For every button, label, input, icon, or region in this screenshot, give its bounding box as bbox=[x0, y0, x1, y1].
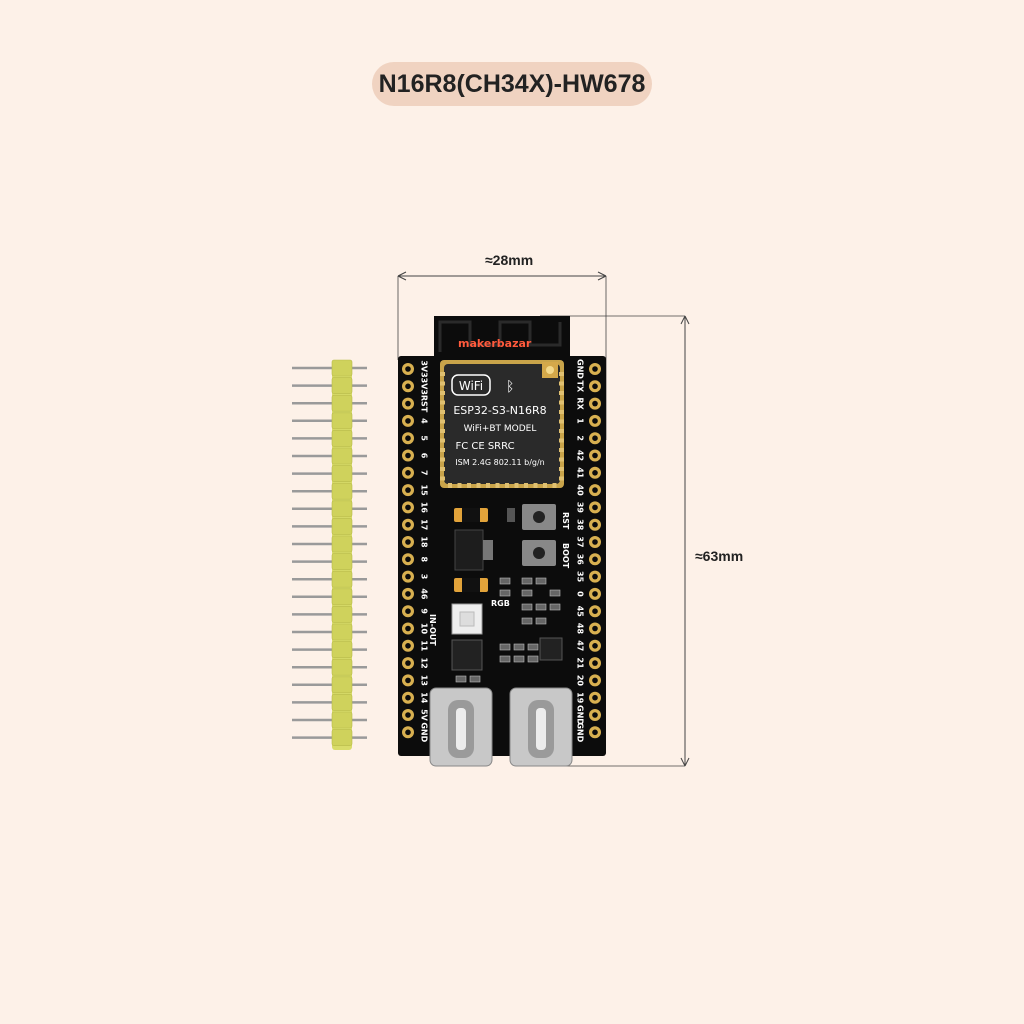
pin-label-right: 21 bbox=[576, 658, 585, 670]
pin-label-left: 10 bbox=[420, 623, 429, 635]
esp32-module: WiFi ᛒ ESP32-S3-N16R8 WiFi+BT MODEL FC C… bbox=[440, 360, 564, 488]
wifi-logo: WiFi bbox=[459, 379, 483, 393]
pin-label-left: 18 bbox=[420, 536, 429, 548]
brand-logo: makerbazar bbox=[458, 337, 532, 350]
pin-label-right: 36 bbox=[576, 554, 585, 566]
pin-label-right: 0 bbox=[576, 591, 585, 597]
pin-label-right: 42 bbox=[576, 450, 585, 461]
pin-label-right: 48 bbox=[576, 623, 585, 635]
usb-c-connector-left bbox=[429, 687, 493, 767]
rgb-label: RGB bbox=[491, 599, 510, 608]
height-dimension-label: ≈63mm bbox=[695, 548, 744, 564]
components bbox=[451, 504, 563, 683]
pin-label-left: 6 bbox=[420, 453, 429, 459]
pin-label-right: 35 bbox=[576, 571, 585, 583]
pin-label-right: GND bbox=[576, 359, 585, 379]
pin-label-left: 7 bbox=[420, 470, 429, 476]
pin-label-left: 16 bbox=[420, 502, 429, 514]
pin-label-right: 1 bbox=[576, 418, 585, 424]
boot-label: BOOT bbox=[561, 543, 570, 569]
pin-label-left: 17 bbox=[420, 519, 429, 530]
pin-label-right: GND bbox=[576, 722, 585, 742]
pin-label-right: 20 bbox=[576, 675, 585, 687]
pin-label-right: 41 bbox=[576, 467, 585, 479]
product-title: N16R8(CH34X)-HW678 bbox=[372, 62, 652, 106]
module-spec: ISM 2.4G 802.11 b/g/n bbox=[455, 458, 545, 467]
pin-label-right: GND bbox=[576, 705, 585, 725]
usb-c-connector-right bbox=[509, 687, 573, 767]
pin-label-right: 2 bbox=[576, 435, 585, 441]
pin-label-right: 47 bbox=[576, 640, 585, 651]
pin-label-left: RST bbox=[420, 395, 429, 413]
cert-marks: FC CE SRRC bbox=[455, 441, 514, 452]
pin-label-left: 12 bbox=[420, 658, 429, 669]
pin-label-left: 3V3 bbox=[420, 378, 429, 395]
pin-label-right: RX bbox=[576, 397, 585, 410]
pin-label-right: 39 bbox=[576, 502, 585, 514]
pin-label-right: 45 bbox=[576, 606, 585, 618]
pin-label-left: 5V bbox=[420, 709, 429, 722]
pin-label-left: 8 bbox=[420, 557, 429, 563]
pin-label-right: 37 bbox=[576, 536, 585, 547]
pin-holes bbox=[402, 363, 601, 739]
pin-label-left: GND bbox=[420, 722, 429, 742]
pin-label-left: 4 bbox=[420, 418, 429, 424]
pin-label-left: 15 bbox=[420, 485, 429, 497]
pin-label-left: 3 bbox=[420, 574, 429, 580]
module-model: ESP32-S3-N16R8 bbox=[453, 404, 546, 417]
pin-label-right: 40 bbox=[576, 485, 585, 497]
pin-label-left: 11 bbox=[420, 640, 429, 652]
bluetooth-icon: ᛒ bbox=[506, 379, 514, 395]
left-pin-labels: 3V33V3RST4567151617188346910111213145VGN… bbox=[420, 360, 429, 742]
pin-label-left: 46 bbox=[420, 588, 429, 600]
pin-label-left: 9 bbox=[420, 608, 429, 614]
right-pin-labels: GNDTXRX1242414039383736350454847212019GN… bbox=[576, 359, 585, 743]
module-subtitle: WiFi+BT MODEL bbox=[464, 424, 537, 434]
rst-label: RST bbox=[561, 512, 570, 530]
pin-header bbox=[292, 359, 367, 750]
pin-label-left: 5 bbox=[420, 435, 429, 441]
pin-label-right: 19 bbox=[576, 692, 585, 704]
pin-label-right: 38 bbox=[576, 519, 585, 531]
pin-label-left: 3V3 bbox=[420, 360, 429, 377]
in-out-label: IN-OUT bbox=[428, 614, 437, 646]
width-dimension-label: ≈28mm bbox=[485, 252, 534, 268]
pin-label-left: 14 bbox=[420, 692, 429, 704]
pin-label-left: 13 bbox=[420, 675, 429, 686]
pin-label-right: TX bbox=[576, 380, 585, 392]
